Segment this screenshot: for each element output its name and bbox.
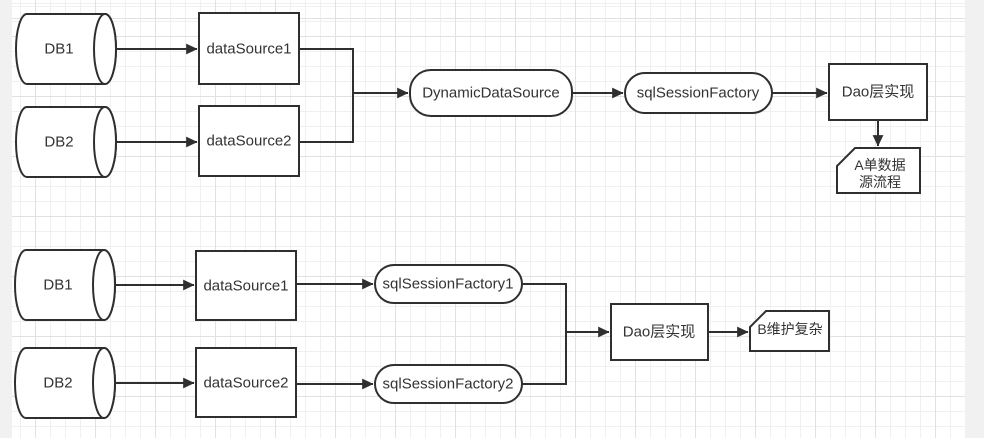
node-bottom-db1-label: DB1	[43, 277, 72, 294]
node-top-db2-cylinder[interactable]: DB2	[15, 106, 117, 178]
node-bottom-datasource1-label: dataSource1	[203, 278, 288, 295]
node-sqlsessionfactory[interactable]: sqlSessionFactory	[624, 72, 773, 114]
node-bottom-datasource2[interactable]: dataSource2	[195, 347, 297, 418]
edge-bottom-factories-junction[interactable]	[522, 283, 567, 385]
node-sqlsessionfactory1[interactable]: sqlSessionFactory1	[374, 264, 523, 304]
node-top-note-line2: 源流程	[859, 174, 901, 190]
edge-top-datasources-junction[interactable]	[299, 48, 354, 143]
node-bottom-db1-cylinder[interactable]: DB1	[14, 249, 116, 321]
canvas-right-margin	[965, 0, 984, 438]
node-bottom-datasource2-label: dataSource2	[203, 375, 288, 392]
node-top-datasource2-label: dataSource2	[206, 133, 291, 150]
node-bottom-note-card[interactable]: B维护复杂	[749, 310, 830, 352]
node-top-datasource1[interactable]: dataSource1	[198, 12, 300, 85]
node-top-datasource2[interactable]: dataSource2	[198, 105, 300, 177]
node-dynamic-datasource[interactable]: DynamicDataSource	[409, 69, 573, 117]
node-sqlsessionfactory2-label: sqlSessionFactory2	[383, 376, 514, 393]
node-top-db2-label: DB2	[44, 134, 73, 151]
node-top-note-line1: A单数据	[854, 157, 905, 173]
node-bottom-db2-label: DB2	[43, 375, 72, 392]
node-bottom-dao[interactable]: Dao层实现	[610, 303, 709, 361]
node-sqlsessionfactory2[interactable]: sqlSessionFactory2	[374, 364, 523, 404]
node-dynamic-datasource-label: DynamicDataSource	[422, 85, 560, 102]
node-bottom-dao-label: Dao层实现	[623, 324, 696, 341]
node-bottom-datasource1[interactable]: dataSource1	[195, 250, 297, 321]
node-sqlsessionfactory-label: sqlSessionFactory	[637, 85, 760, 102]
node-sqlsessionfactory1-label: sqlSessionFactory1	[383, 276, 514, 293]
node-top-db1-label: DB1	[44, 41, 73, 58]
node-top-dao[interactable]: Dao层实现	[828, 63, 928, 121]
node-top-db1-cylinder[interactable]: DB1	[15, 13, 117, 85]
node-bottom-db2-cylinder[interactable]: DB2	[14, 347, 116, 419]
canvas-left-margin	[0, 0, 12, 438]
node-bottom-note-label: B维护复杂	[757, 321, 822, 337]
node-top-note-card[interactable]: A单数据 源流程	[836, 147, 921, 194]
node-top-datasource1-label: dataSource1	[206, 41, 291, 58]
node-top-dao-label: Dao层实现	[842, 84, 915, 101]
